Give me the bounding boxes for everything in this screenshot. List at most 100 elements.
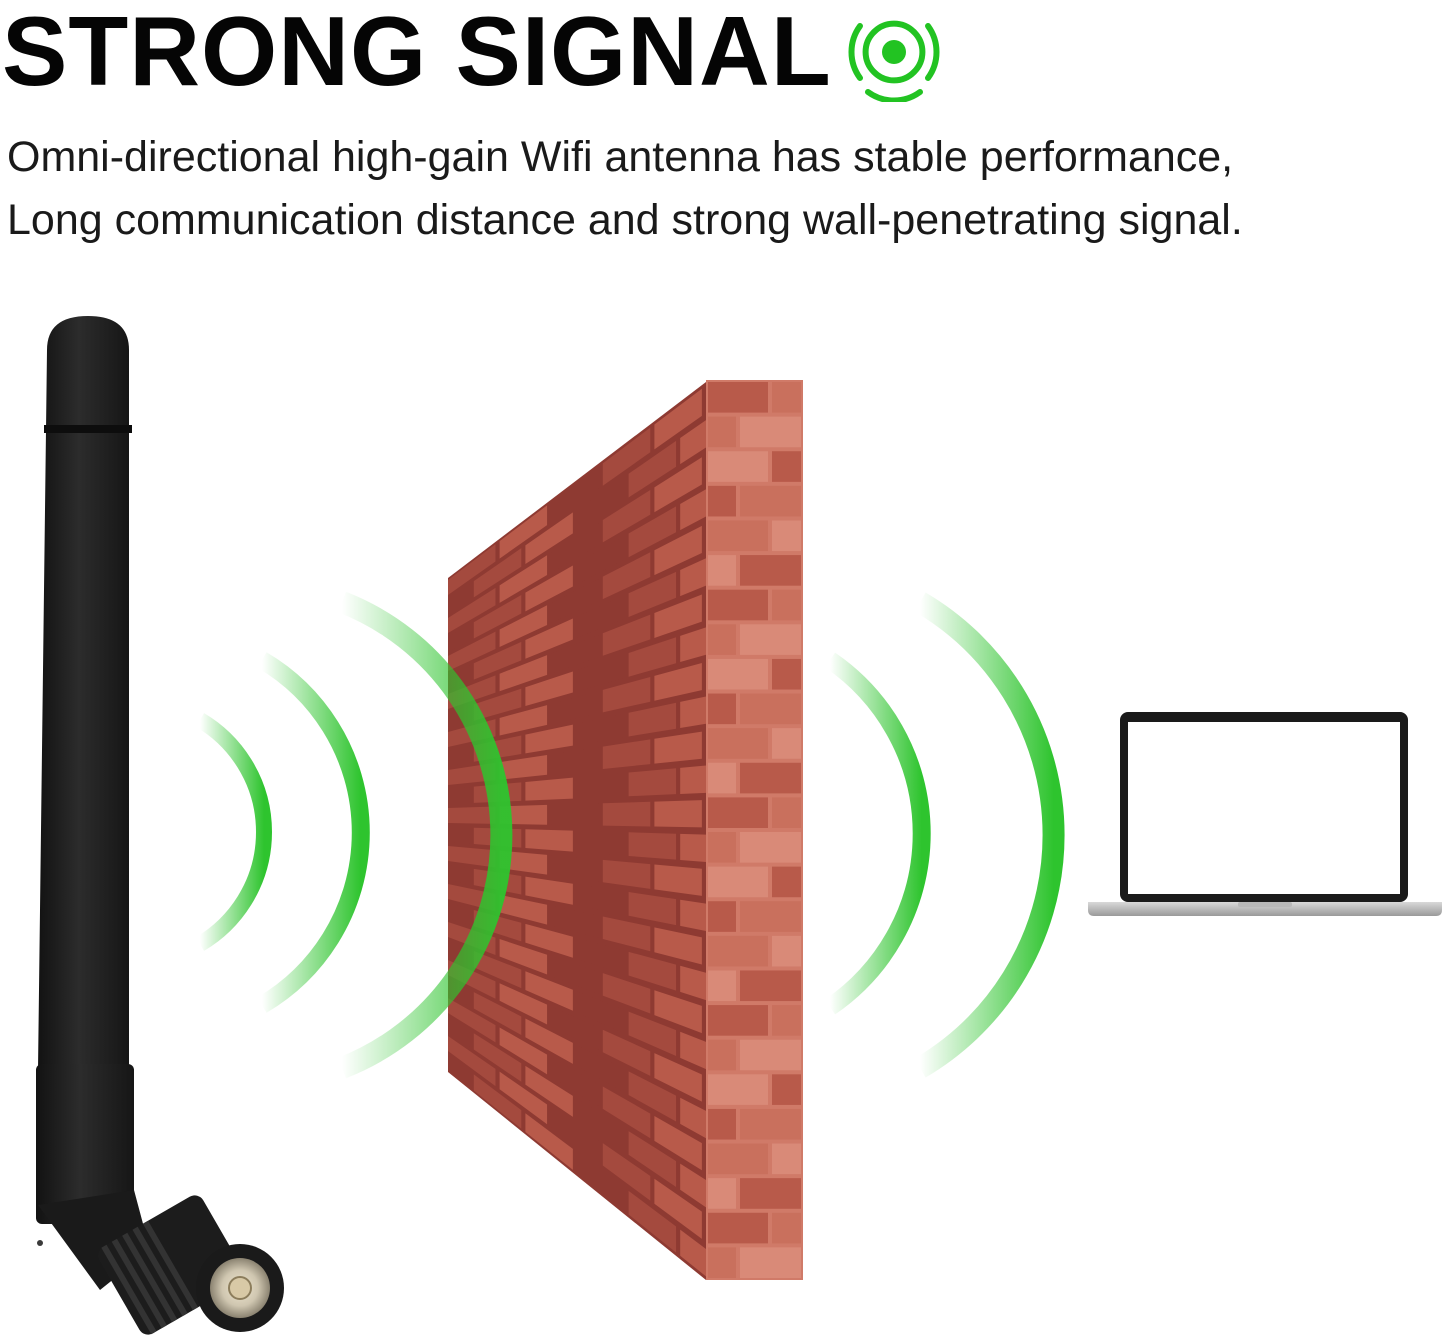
brick: [654, 525, 702, 576]
brick: [654, 1178, 702, 1239]
brick: [499, 605, 548, 648]
brick: [448, 845, 496, 868]
brick: [551, 691, 599, 724]
brick: [708, 832, 736, 863]
brick: [551, 1107, 599, 1163]
brick: [708, 797, 768, 828]
signal-wave-icon: [195, 591, 513, 1079]
headline: STRONG SIGNAL: [2, 0, 944, 102]
brick: [448, 631, 496, 672]
brick: [577, 535, 625, 585]
brick: [551, 1056, 599, 1107]
brick: [628, 892, 677, 926]
brick: [708, 520, 768, 552]
brick: [577, 937, 625, 975]
brick: [654, 990, 702, 1034]
illustration: [0, 300, 1445, 1344]
brick: [680, 833, 706, 862]
brick: [708, 762, 736, 794]
description-line-1: Omni-directional high-gain Wifi antenna …: [7, 133, 1234, 181]
brick: [628, 637, 677, 677]
brick: [680, 696, 706, 729]
brick: [708, 970, 736, 1002]
brick: [473, 1074, 522, 1129]
brick: [740, 1247, 801, 1278]
brick: [772, 1143, 801, 1175]
brick: [740, 693, 801, 725]
brick: [680, 558, 706, 597]
laptop-icon: [1088, 712, 1442, 916]
brick: [654, 457, 702, 513]
brick: [577, 884, 625, 915]
brick: [772, 1212, 801, 1244]
brick: [577, 654, 625, 692]
brick: [740, 1108, 801, 1140]
brick: [525, 829, 573, 852]
brick: [772, 728, 801, 759]
brick: [680, 627, 706, 663]
brick-wall-icon: [448, 380, 803, 1280]
brick: [628, 1131, 677, 1187]
brick: [708, 589, 768, 621]
brick: [772, 935, 801, 967]
brick: [525, 618, 573, 659]
brick: [654, 1053, 702, 1102]
brick: [708, 416, 736, 448]
brick: [602, 427, 651, 486]
brick: [628, 1071, 677, 1122]
brick: [628, 571, 677, 617]
brick: [708, 382, 768, 413]
brick: [602, 739, 651, 770]
brick: [680, 1097, 706, 1139]
brick: [499, 655, 548, 692]
brick: [448, 624, 470, 653]
brick: [448, 544, 496, 596]
brick: [499, 555, 548, 603]
brick: [602, 552, 651, 600]
brick: [473, 1033, 522, 1082]
brick: [740, 1178, 801, 1209]
brick: [525, 565, 573, 612]
brick: [602, 1086, 651, 1139]
brick: [708, 935, 768, 967]
brick: [772, 520, 801, 552]
brick: [680, 765, 706, 794]
brick: [740, 555, 801, 586]
brick: [577, 1098, 625, 1152]
brick: [473, 688, 522, 721]
brick: [602, 801, 651, 827]
brick: [772, 1005, 801, 1036]
brick: [499, 1071, 548, 1125]
brick: [602, 1029, 651, 1076]
illustration-canvas: [36, 316, 1442, 1335]
signal-wave-icon-right: [824, 592, 1065, 1078]
brick: [708, 1039, 736, 1071]
brick: [772, 658, 801, 690]
brick: [628, 951, 677, 991]
brick: [708, 1074, 768, 1105]
brick: [708, 451, 768, 482]
brick: [448, 902, 470, 925]
brick: [628, 440, 677, 498]
brick: [551, 803, 599, 826]
brick: [448, 826, 470, 844]
brick: [448, 1054, 470, 1088]
brick: [654, 1115, 702, 1171]
brick: [740, 970, 801, 1002]
brick: [740, 901, 801, 932]
brick: [708, 693, 736, 725]
brick: [499, 755, 548, 780]
brick: [708, 1247, 736, 1278]
brick: [680, 965, 706, 1001]
brick: [525, 724, 573, 754]
brick: [473, 548, 522, 598]
brick: [740, 485, 801, 517]
brick: [448, 806, 496, 824]
brick: [448, 746, 470, 767]
brick: [551, 956, 599, 995]
brick: [602, 973, 651, 1014]
brick: [708, 901, 736, 932]
brick: [628, 1190, 677, 1253]
headline-title: STRONG SIGNAL: [2, 0, 832, 106]
brick: [654, 864, 702, 896]
